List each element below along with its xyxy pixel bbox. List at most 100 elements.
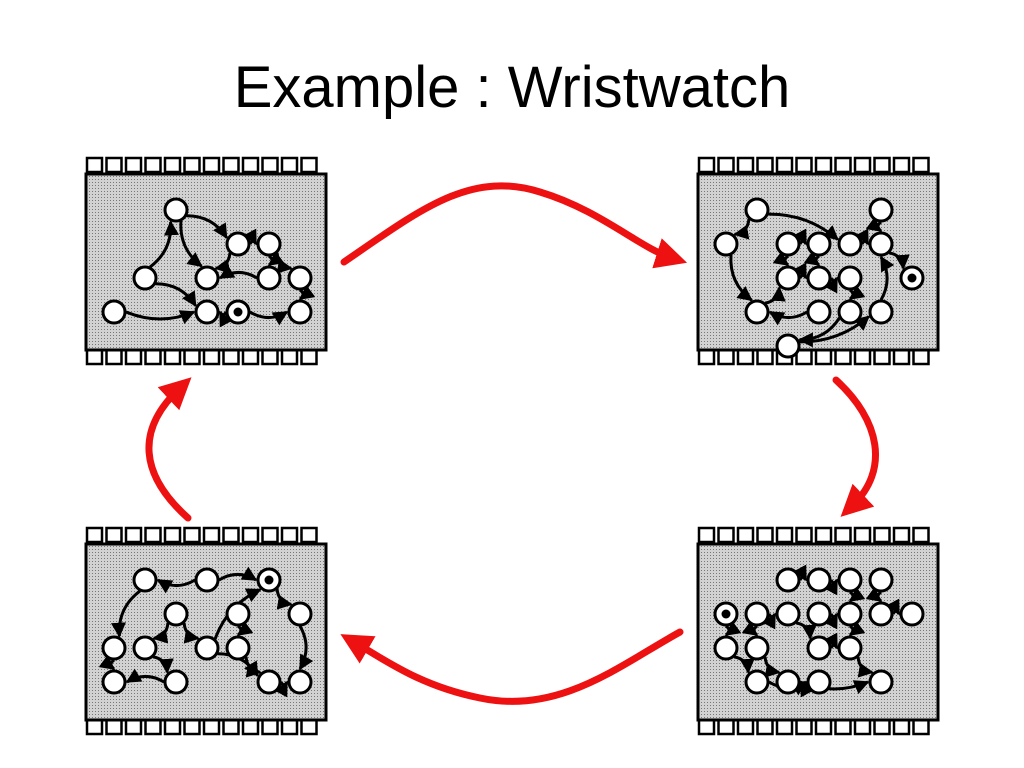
state-node bbox=[744, 669, 770, 695]
state-transition-edge bbox=[275, 588, 293, 610]
state-node bbox=[775, 601, 801, 627]
state-node bbox=[837, 231, 863, 257]
state-transition-edge bbox=[110, 589, 141, 638]
chip-pin bbox=[736, 156, 755, 174]
state-transition-edge bbox=[298, 625, 314, 671]
chip-pin bbox=[853, 156, 872, 174]
state-node bbox=[225, 601, 251, 627]
chip-pin bbox=[85, 348, 104, 366]
state-transition-edge bbox=[795, 621, 817, 640]
state-node bbox=[132, 567, 158, 593]
chip-pin bbox=[912, 156, 930, 174]
chip-pin bbox=[280, 348, 299, 366]
state-transition-edge bbox=[156, 578, 196, 594]
chip-bottom-right bbox=[696, 526, 940, 736]
chip-pin bbox=[241, 348, 260, 366]
chip-pin bbox=[717, 348, 735, 366]
state-node bbox=[775, 265, 801, 291]
chip-pin bbox=[183, 718, 201, 736]
chip-pin bbox=[202, 156, 221, 174]
state-node bbox=[194, 265, 220, 291]
state-transition-edge bbox=[848, 586, 866, 603]
state-transition-edge bbox=[182, 622, 200, 644]
active-state-dot bbox=[721, 609, 731, 619]
state-node bbox=[806, 567, 832, 593]
state-node bbox=[837, 567, 863, 593]
state-transition-edge bbox=[854, 228, 870, 246]
state-transition-edge bbox=[879, 255, 895, 301]
state-transition-edge bbox=[152, 655, 174, 674]
state-transition-edge bbox=[149, 220, 180, 269]
chip-pin bbox=[756, 526, 774, 544]
chip-pin bbox=[280, 156, 299, 174]
state-node bbox=[775, 231, 801, 257]
state-node bbox=[287, 669, 313, 695]
chip-pin bbox=[124, 348, 143, 366]
state-node bbox=[806, 669, 832, 695]
state-transition-edge bbox=[761, 612, 777, 630]
state-node bbox=[194, 299, 220, 325]
state-transition-edge bbox=[768, 212, 839, 241]
state-node bbox=[899, 601, 925, 627]
chip-pin bbox=[202, 718, 221, 736]
chip-top-left bbox=[84, 156, 328, 366]
state-node bbox=[163, 669, 189, 695]
chip-pin bbox=[300, 156, 318, 174]
chip-pin bbox=[300, 718, 318, 736]
state-node bbox=[868, 669, 894, 695]
state-node bbox=[775, 333, 801, 359]
active-state-dot bbox=[233, 307, 243, 317]
state-transition-edge bbox=[152, 622, 170, 644]
state-transition-edge bbox=[764, 286, 786, 305]
chip-pin bbox=[912, 348, 930, 366]
chip-pin bbox=[222, 348, 240, 366]
state-transition-edge bbox=[733, 218, 751, 240]
chip-pin bbox=[124, 156, 143, 174]
chip-pin bbox=[163, 718, 182, 736]
state-transition-edge bbox=[249, 310, 289, 326]
chip-pin bbox=[775, 526, 794, 544]
chip-pin bbox=[241, 526, 260, 544]
chip-pin bbox=[775, 156, 794, 174]
state-transition-edge bbox=[803, 250, 821, 267]
chip-pin bbox=[105, 348, 123, 366]
chip-pin bbox=[756, 156, 774, 174]
state-transition-edge bbox=[125, 668, 165, 684]
state-node bbox=[868, 299, 894, 325]
chip-pin bbox=[163, 348, 182, 366]
chip-pin bbox=[163, 156, 182, 174]
chip-pin bbox=[124, 718, 143, 736]
chip-pin bbox=[697, 526, 716, 544]
chip-pin bbox=[105, 718, 123, 736]
chip-pin bbox=[280, 526, 299, 544]
state-transition-edge bbox=[155, 282, 197, 308]
state-transition-edge bbox=[218, 566, 258, 582]
chip-pin bbox=[697, 348, 716, 366]
transition-arrow-left bbox=[145, 377, 192, 522]
chip-pin bbox=[912, 718, 930, 736]
active-state-dot bbox=[264, 575, 274, 585]
chip-bottom-left bbox=[84, 526, 328, 736]
state-transition-edge bbox=[724, 620, 742, 637]
chip-pin bbox=[775, 718, 794, 736]
state-transition-edge bbox=[799, 315, 870, 344]
state-transition-edge bbox=[848, 284, 866, 301]
chip-pin bbox=[795, 526, 813, 544]
state-transition-edge bbox=[823, 612, 839, 630]
state-transition-edge bbox=[98, 654, 116, 671]
chip-pin bbox=[814, 526, 833, 544]
state-transition-edge bbox=[214, 252, 232, 274]
state-transition-edge bbox=[218, 310, 234, 328]
state-transition-edge bbox=[856, 656, 874, 678]
transition-arrow-bottom bbox=[340, 628, 684, 705]
state-node bbox=[744, 601, 770, 627]
chip-pin bbox=[834, 718, 852, 736]
state-node bbox=[806, 231, 832, 257]
chip-pin bbox=[163, 526, 182, 544]
chip-pin bbox=[241, 718, 260, 736]
state-transition-edge bbox=[242, 228, 258, 246]
chip-pin bbox=[261, 718, 279, 736]
chip-pin bbox=[697, 156, 716, 174]
chip-pin bbox=[892, 348, 911, 366]
chip-pin bbox=[795, 718, 813, 736]
